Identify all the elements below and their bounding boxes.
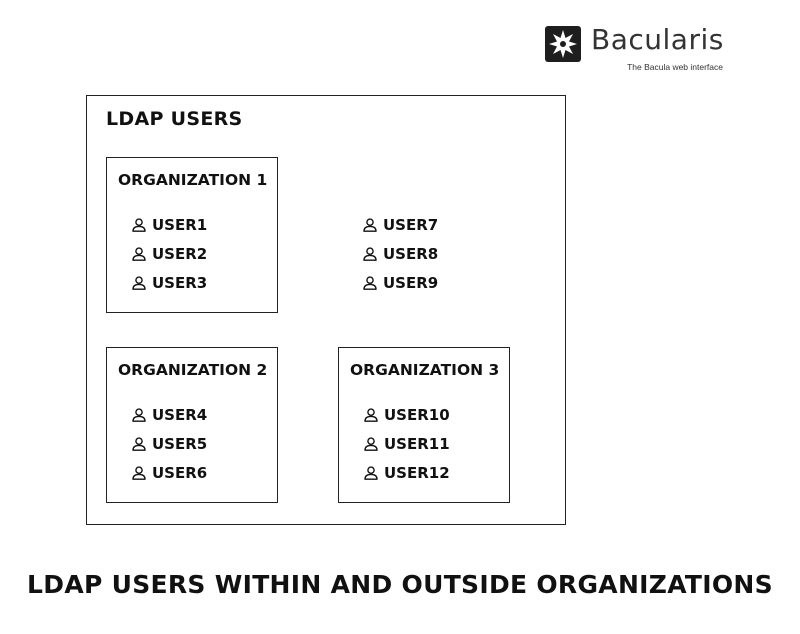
user-item: USER11 <box>363 429 450 458</box>
user-name: USER12 <box>384 463 450 482</box>
user-name: USER7 <box>383 215 439 234</box>
ldap-users-title: LDAP USERS <box>106 108 243 130</box>
user-name: USER10 <box>384 405 450 424</box>
diagram-caption: LDAP USERS WITHIN AND OUTSIDE ORGANIZATI… <box>27 570 773 599</box>
user-icon <box>363 436 379 452</box>
user-name: USER3 <box>152 273 208 292</box>
organization-3-box: ORGANIZATION 3 USER10 USER11 USER12 <box>338 347 510 503</box>
bacularis-logo-icon <box>545 26 581 62</box>
user-icon <box>131 407 147 423</box>
user-item: USER3 <box>131 268 207 297</box>
user-item: USER10 <box>363 400 450 429</box>
ldap-users-box <box>86 95 566 525</box>
organization-title: ORGANIZATION 1 <box>118 171 268 189</box>
user-name: USER6 <box>152 463 208 482</box>
organization-1-box: ORGANIZATION 1 USER1 USER2 USER3 <box>106 157 278 313</box>
user-item: USER8 <box>362 239 438 268</box>
user-icon <box>362 246 378 262</box>
user-icon <box>363 465 379 481</box>
user-name: USER9 <box>383 273 439 292</box>
user-icon <box>362 275 378 291</box>
user-icon <box>362 217 378 233</box>
user-name: USER2 <box>152 244 208 263</box>
user-name: USER11 <box>384 434 450 453</box>
user-icon <box>131 436 147 452</box>
user-icon <box>131 465 147 481</box>
organization-2-box: ORGANIZATION 2 USER4 USER5 USER6 <box>106 347 278 503</box>
user-name: USER5 <box>152 434 208 453</box>
user-icon <box>131 246 147 262</box>
organization-title: ORGANIZATION 3 <box>350 361 500 379</box>
user-item: USER5 <box>131 429 207 458</box>
user-item: USER2 <box>131 239 207 268</box>
user-item: USER1 <box>131 210 207 239</box>
user-icon <box>131 275 147 291</box>
unassigned-user-list: USER7 USER8 USER9 <box>362 210 438 297</box>
user-item: USER4 <box>131 400 207 429</box>
organization-user-list: USER4 USER5 USER6 <box>131 400 207 487</box>
user-name: USER8 <box>383 244 439 263</box>
organization-user-list: USER10 USER11 USER12 <box>363 400 450 487</box>
user-name: USER1 <box>152 215 208 234</box>
user-item: USER9 <box>362 268 438 297</box>
user-item: USER12 <box>363 458 450 487</box>
user-item: USER6 <box>131 458 207 487</box>
user-icon <box>363 407 379 423</box>
user-item: USER7 <box>362 210 438 239</box>
user-name: USER4 <box>152 405 208 424</box>
user-icon <box>131 217 147 233</box>
logo-name: Bacularis <box>591 23 724 56</box>
organization-title: ORGANIZATION 2 <box>118 361 268 379</box>
bacularis-logo: Bacularis The Bacula web interface <box>545 23 735 74</box>
organization-user-list: USER1 USER2 USER3 <box>131 210 207 297</box>
logo-tagline: The Bacula web interface <box>627 62 723 72</box>
